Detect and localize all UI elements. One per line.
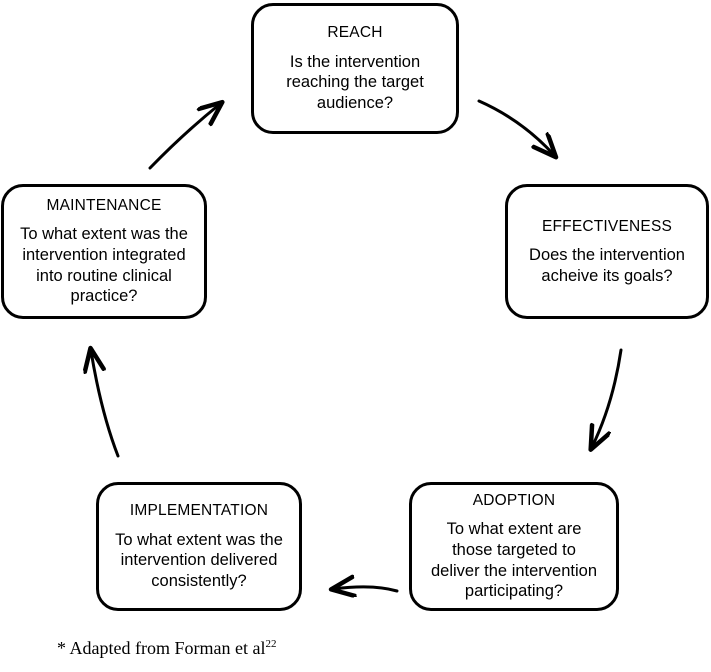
node-adoption-title: ADOPTION	[472, 491, 556, 509]
node-maintenance-title: MAINTENANCE	[46, 196, 162, 214]
node-adoption-body: To what extent are those targeted to del…	[431, 519, 597, 602]
source-footnote: * Adapted from Forman et al22	[57, 638, 276, 660]
node-adoption[interactable]: ADOPTION To what extent are those target…	[409, 482, 619, 611]
node-implementation-body-line: intervention delivered	[120, 551, 278, 570]
node-effectiveness[interactable]: EFFECTIVENESS Does the intervention ache…	[505, 184, 709, 319]
node-implementation-title: IMPLEMENTATION	[129, 502, 269, 520]
node-reach-title: REACH	[327, 24, 383, 42]
node-reach-body-line: Is the intervention	[289, 52, 421, 71]
node-reach-body-line: audience?	[316, 94, 394, 113]
node-maintenance-body-line: into routine clinical	[36, 266, 172, 285]
node-effectiveness-body: Does the intervention acheive its goals?	[529, 245, 685, 287]
node-implementation-body-line: consistently?	[151, 572, 247, 591]
node-maintenance-body-line: To what extent was the	[20, 225, 188, 244]
arrow-maintenance-to-reach	[148, 104, 220, 170]
arrow-effectiveness-to-adoption	[592, 348, 623, 447]
node-adoption-body-line: participating?	[464, 582, 564, 601]
footnote-text: * Adapted from Forman et al	[57, 638, 266, 658]
node-reach-body: Is the intervention reaching the target …	[286, 52, 424, 114]
node-maintenance-body-line: practice?	[70, 287, 138, 306]
arrow-reach-to-effectiveness	[477, 99, 554, 155]
arrow-adoption-to-implementation	[334, 587, 399, 591]
node-effectiveness-body-line: acheive its goals?	[541, 266, 673, 285]
node-implementation-body: To what extent was the intervention deli…	[115, 530, 283, 592]
node-implementation-body-line: To what extent was the	[115, 530, 283, 549]
node-adoption-body-line: To what extent are	[446, 520, 582, 539]
node-adoption-body-line: those targeted to	[452, 540, 576, 559]
node-reach[interactable]: REACH Is the intervention reaching the t…	[251, 3, 459, 134]
arrow-implementation-to-maintenance	[91, 351, 120, 458]
node-maintenance[interactable]: MAINTENANCE To what extent was the inter…	[1, 184, 207, 319]
node-effectiveness-title: EFFECTIVENESS	[541, 217, 673, 235]
node-maintenance-body-line: intervention integrated	[22, 245, 186, 264]
node-effectiveness-body-line: Does the intervention	[529, 245, 685, 264]
node-maintenance-body: To what extent was the intervention inte…	[20, 224, 188, 307]
node-implementation[interactable]: IMPLEMENTATION To what extent was the in…	[96, 482, 302, 611]
node-adoption-body-line: deliver the intervention	[430, 561, 597, 580]
footnote-reference: 22	[265, 638, 277, 650]
node-reach-body-line: reaching the target	[286, 73, 424, 92]
